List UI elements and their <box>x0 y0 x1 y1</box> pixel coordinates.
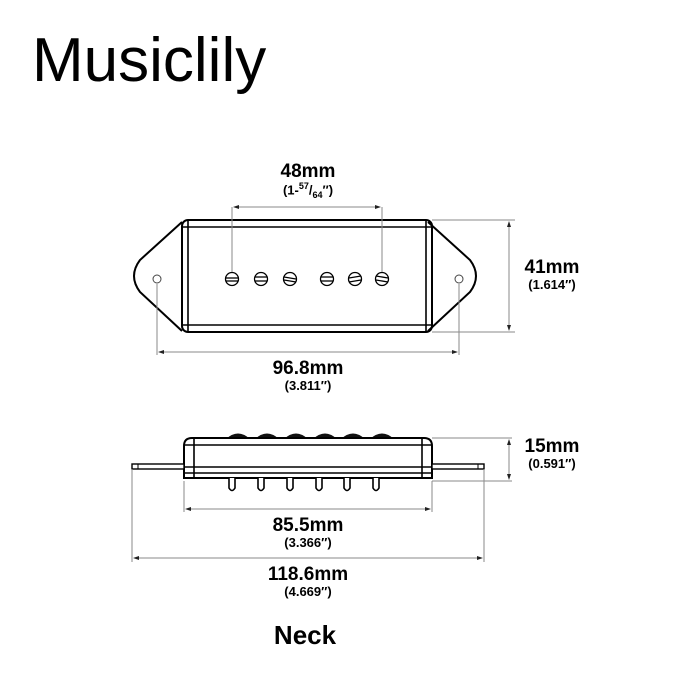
body-length-inch: (3.366″) <box>284 535 332 550</box>
top-view-outline <box>133 219 477 333</box>
hole-spacing-inch: (3.811″) <box>284 378 332 393</box>
dimension-body-length: 85.5mm (3.366″) <box>250 516 366 549</box>
pole-spacing-inch: (1-57/64″) <box>282 181 334 200</box>
dimension-width: 41mm (1.614″) <box>514 258 590 291</box>
dimension-pole-spacing: 48mm (1-57/64″) <box>248 162 368 200</box>
mounting-hole-icon <box>152 274 464 284</box>
dimension-overall-length: 118.6mm (4.669″) <box>240 565 376 598</box>
height-inch: (0.591″) <box>528 456 576 471</box>
dimension-hole-spacing: 96.8mm (3.811″) <box>250 359 366 392</box>
side-view-outline <box>131 433 485 492</box>
position-label: Neck <box>273 620 337 650</box>
pole-spacing-mm: 48mm <box>280 161 336 182</box>
brand-title: Musiclily <box>32 26 267 95</box>
body-length-mm: 85.5mm <box>272 515 344 536</box>
dimension-height: 15mm (0.591″) <box>514 437 590 470</box>
overall-length-inch: (4.669″) <box>284 584 332 599</box>
overall-length-mm: 118.6mm <box>267 564 349 585</box>
width-inch: (1.614″) <box>528 277 576 292</box>
width-mm: 41mm <box>524 257 580 278</box>
pole-pieces <box>224 271 390 287</box>
height-mm: 15mm <box>524 436 580 457</box>
hole-spacing-mm: 96.8mm <box>272 358 344 379</box>
